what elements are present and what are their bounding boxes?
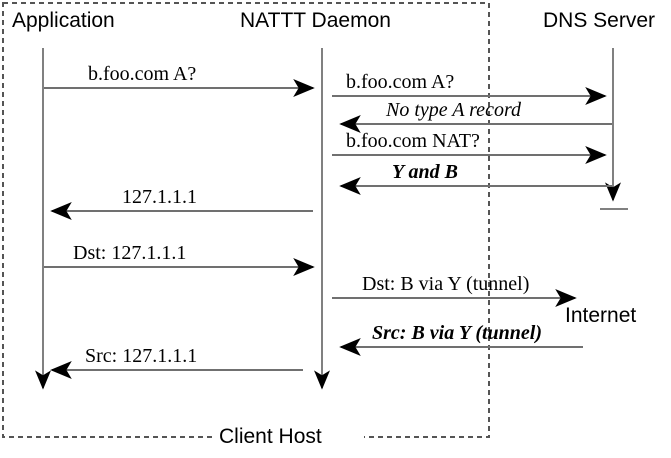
message-label-msg-10: Src: 127.1.1.1 <box>85 345 198 367</box>
client-host-label-knockout <box>212 426 364 448</box>
message-label-msg-9: Src: B via Y (tunnel) <box>372 322 543 344</box>
message-label-msg-7: Dst: 127.1.1.1 <box>73 242 187 264</box>
message-label-msg-3: No type A record <box>386 99 521 121</box>
message-label-msg-8: Dst: B via Y (tunnel) <box>362 273 530 295</box>
client-host-boundary <box>2 2 490 438</box>
zone-label-client-host: Client Host <box>219 425 322 448</box>
zone-label-internet: Internet <box>565 304 637 327</box>
message-label-msg-5: Y and B <box>392 161 458 183</box>
participant-label-application: Application <box>12 9 115 32</box>
message-label-msg-6: 127.1.1.1 <box>122 186 197 208</box>
message-label-msg-4: b.foo.com NAT? <box>346 130 480 152</box>
message-label-msg-2: b.foo.com A? <box>346 71 455 93</box>
participant-label-nattt-daemon: NATTT Daemon <box>240 9 391 32</box>
participant-label-dns-server: DNS Server <box>543 9 656 32</box>
message-label-msg-1: b.foo.com A? <box>88 63 197 85</box>
